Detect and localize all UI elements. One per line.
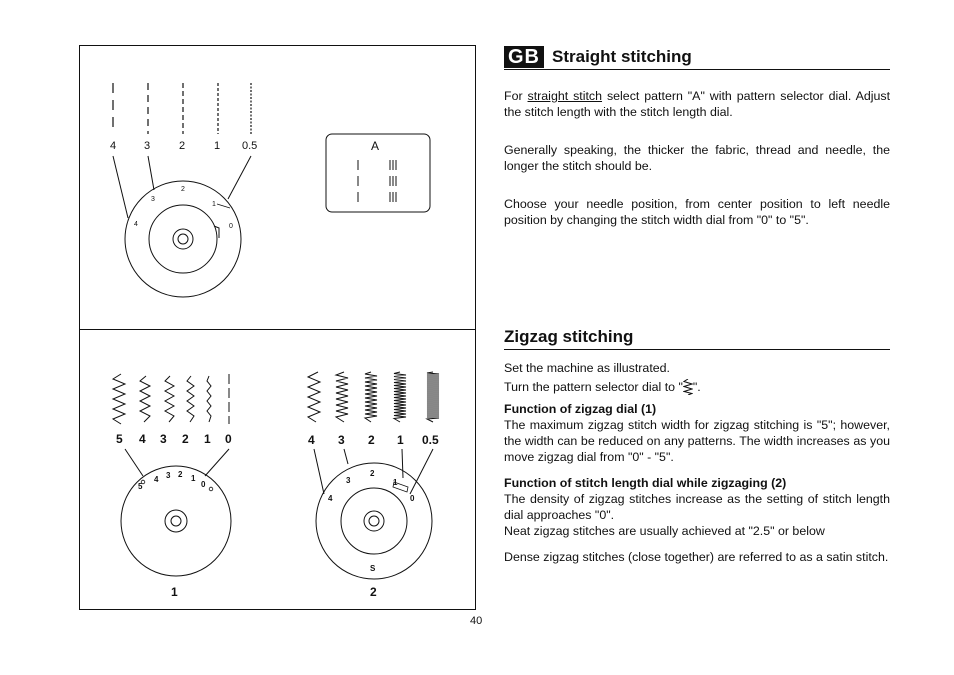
zigzag-density-samples bbox=[306, 371, 440, 423]
stitch-length-heading: Function of stitch length dial while zig… bbox=[504, 476, 787, 490]
zigzag-stitching-body: Set the machine as illustrated. Turn the… bbox=[504, 360, 890, 565]
zigzag-dial-heading: Function of zigzag dial (1) bbox=[504, 402, 657, 416]
dial-b-label: 3 bbox=[160, 432, 167, 446]
straight-stitching-body: For straight stitch select pattern "A" w… bbox=[504, 88, 890, 228]
dial-c-ring-mark: 4 bbox=[328, 494, 333, 503]
zigzag-paragraph-2: Turn the pattern selector dial to "". bbox=[504, 379, 701, 395]
zigzag-pattern-icon bbox=[682, 379, 693, 395]
dial-b-label: 1 bbox=[204, 432, 211, 446]
dial-a-label: 1 bbox=[214, 140, 220, 152]
straight-paragraph-2: Generally speaking, the thicker the fabr… bbox=[504, 143, 890, 173]
dial-a-label: 0.5 bbox=[242, 140, 257, 152]
zigzag-paragraph-3: The maximum zigzag stitch width for zigz… bbox=[504, 418, 890, 464]
language-badge: GB bbox=[504, 46, 544, 68]
zigzag-paragraph-4: The density of zigzag stitches increase … bbox=[504, 492, 890, 522]
caption-zigzag-width: 1 bbox=[171, 585, 178, 599]
section-title-straight: Straight stitching bbox=[552, 47, 692, 66]
dial-c-label: 3 bbox=[338, 433, 345, 447]
stitch-length-dial-zigzag bbox=[315, 462, 433, 580]
zigzag-paragraph-6: Dense zigzag stitches (close together) a… bbox=[504, 550, 889, 564]
dial-b-ring-mark: 4 bbox=[154, 475, 159, 484]
dial-c-label: 2 bbox=[368, 433, 375, 447]
dial-b-label: 2 bbox=[182, 432, 189, 446]
dial-b-ring-mark: 3 bbox=[166, 471, 171, 480]
section-title-zigzag: Zigzag stitching bbox=[504, 327, 634, 346]
dial-b-ring-mark: 2 bbox=[178, 470, 183, 479]
pattern-selector-window: A bbox=[325, 133, 431, 213]
dial-b-label: 5 bbox=[116, 432, 123, 446]
dial-a-ring-mark: 0 bbox=[229, 223, 233, 230]
dial-c-setting-mark: S bbox=[370, 564, 376, 573]
dial-a-label: 4 bbox=[110, 140, 116, 152]
dial-b-label: 4 bbox=[139, 432, 146, 446]
zigzag-paragraph-1: Set the machine as illustrated. bbox=[504, 361, 670, 375]
caption-stitch-length: 2 bbox=[370, 585, 377, 599]
straight-stitch-term: straight stitch bbox=[527, 89, 603, 103]
dial-a-label: 2 bbox=[179, 140, 185, 152]
dial-b-label: 0 bbox=[225, 432, 232, 446]
dial-c-label: 4 bbox=[308, 433, 315, 447]
dial-a-ring-mark: 3 bbox=[151, 196, 155, 203]
dial-a-ring-mark: 1 bbox=[212, 201, 216, 208]
zigzag-paragraph-5: Neat zigzag stitches are usually achieve… bbox=[504, 524, 825, 538]
zigzag-stitching-heading: Zigzag stitching bbox=[504, 326, 890, 350]
panel-divider bbox=[80, 329, 475, 330]
dial-illustrations: 4 3 2 1 0.5 4 3 2 1 0 A bbox=[110, 83, 440, 599]
dial-c-label: 1 bbox=[397, 433, 404, 447]
zigzag-width-dial bbox=[120, 465, 232, 577]
straight-stitch-samples bbox=[112, 83, 252, 134]
illustration-panel: 4 3 2 1 0.5 4 3 2 1 0 A bbox=[79, 45, 476, 610]
dial-b-ring-mark: 5 bbox=[138, 482, 143, 491]
dial-c-label: 0.5 bbox=[422, 433, 439, 447]
dial-c-ring-mark: 2 bbox=[370, 469, 375, 478]
pattern-label: A bbox=[371, 139, 379, 153]
dial-c-ring-mark: 1 bbox=[393, 478, 398, 487]
dial-b-ring-mark: 1 bbox=[191, 474, 196, 483]
straight-paragraph-1: For straight stitch select pattern "A" w… bbox=[504, 89, 891, 119]
dial-b-ring-mark: 0 bbox=[201, 480, 206, 489]
zigzag-width-samples bbox=[111, 373, 230, 425]
stitch-length-dial bbox=[124, 180, 242, 298]
dial-a-ring-mark: 4 bbox=[134, 221, 138, 228]
dial-c-ring-mark: 3 bbox=[346, 476, 351, 485]
dial-a-label: 3 bbox=[144, 140, 150, 152]
dial-c-ring-mark: 0 bbox=[410, 494, 415, 503]
dial-a-ring-mark: 2 bbox=[181, 186, 185, 193]
straight-stitching-heading: GB Straight stitching bbox=[504, 46, 890, 70]
page-number: 40 bbox=[470, 615, 483, 627]
straight-paragraph-3: Choose your needle position, from center… bbox=[504, 197, 890, 227]
